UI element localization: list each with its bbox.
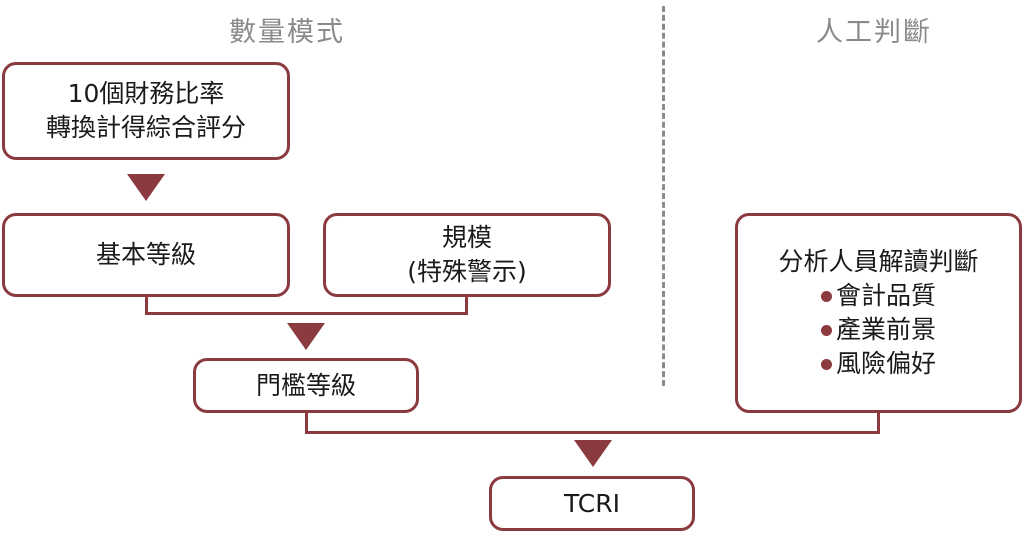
section-divider bbox=[662, 6, 665, 386]
box-financial-ratios-line2: 轉換計得綜合評分 bbox=[45, 113, 246, 142]
box-scale-line2: (特殊警示) bbox=[407, 257, 527, 286]
arrow-down-3 bbox=[574, 440, 612, 467]
heading-quantitative: 數量模式 bbox=[229, 17, 345, 48]
arrow-down-2 bbox=[287, 323, 325, 350]
box-analyst-judgment: 分析人員解讀判斷 會計品質 產業前景 風險偏好 bbox=[735, 213, 1022, 413]
box-financial-ratios-line1: 10個財務比率 bbox=[67, 79, 225, 108]
box-threshold-grade: 門檻等級 bbox=[193, 358, 419, 413]
connector-bracket-lower bbox=[305, 413, 880, 434]
box-scale-warning: 規模 (特殊警示) bbox=[323, 213, 611, 297]
bullet-dot-icon bbox=[820, 290, 832, 302]
bullet-item: 會計品質 bbox=[820, 279, 936, 313]
box-analyst-title: 分析人員解讀判斷 bbox=[778, 247, 979, 276]
bullet-dot-icon bbox=[820, 358, 832, 370]
bullet-item-label: 產業前景 bbox=[835, 315, 936, 344]
box-tcri: TCRI bbox=[489, 476, 695, 531]
arrow-down-1 bbox=[127, 174, 165, 201]
bullet-item: 風險偏好 bbox=[820, 347, 936, 381]
box-basic-grade: 基本等級 bbox=[2, 213, 290, 297]
box-threshold-grade-label: 門檻等級 bbox=[255, 370, 356, 400]
bullet-item-label: 會計品質 bbox=[835, 281, 936, 310]
bullet-item: 產業前景 bbox=[820, 313, 936, 347]
heading-judgment: 人工判斷 bbox=[816, 17, 932, 48]
bullet-item-label: 風險偏好 bbox=[835, 349, 936, 378]
box-scale-line1: 規模 bbox=[441, 223, 492, 252]
box-basic-grade-label: 基本等級 bbox=[95, 240, 196, 269]
connector-bracket-upper bbox=[145, 297, 468, 315]
box-tcri-label: TCRI bbox=[563, 488, 620, 518]
bullet-dot-icon bbox=[820, 324, 832, 336]
box-financial-ratios: 10個財務比率 轉換計得綜合評分 bbox=[2, 62, 290, 160]
